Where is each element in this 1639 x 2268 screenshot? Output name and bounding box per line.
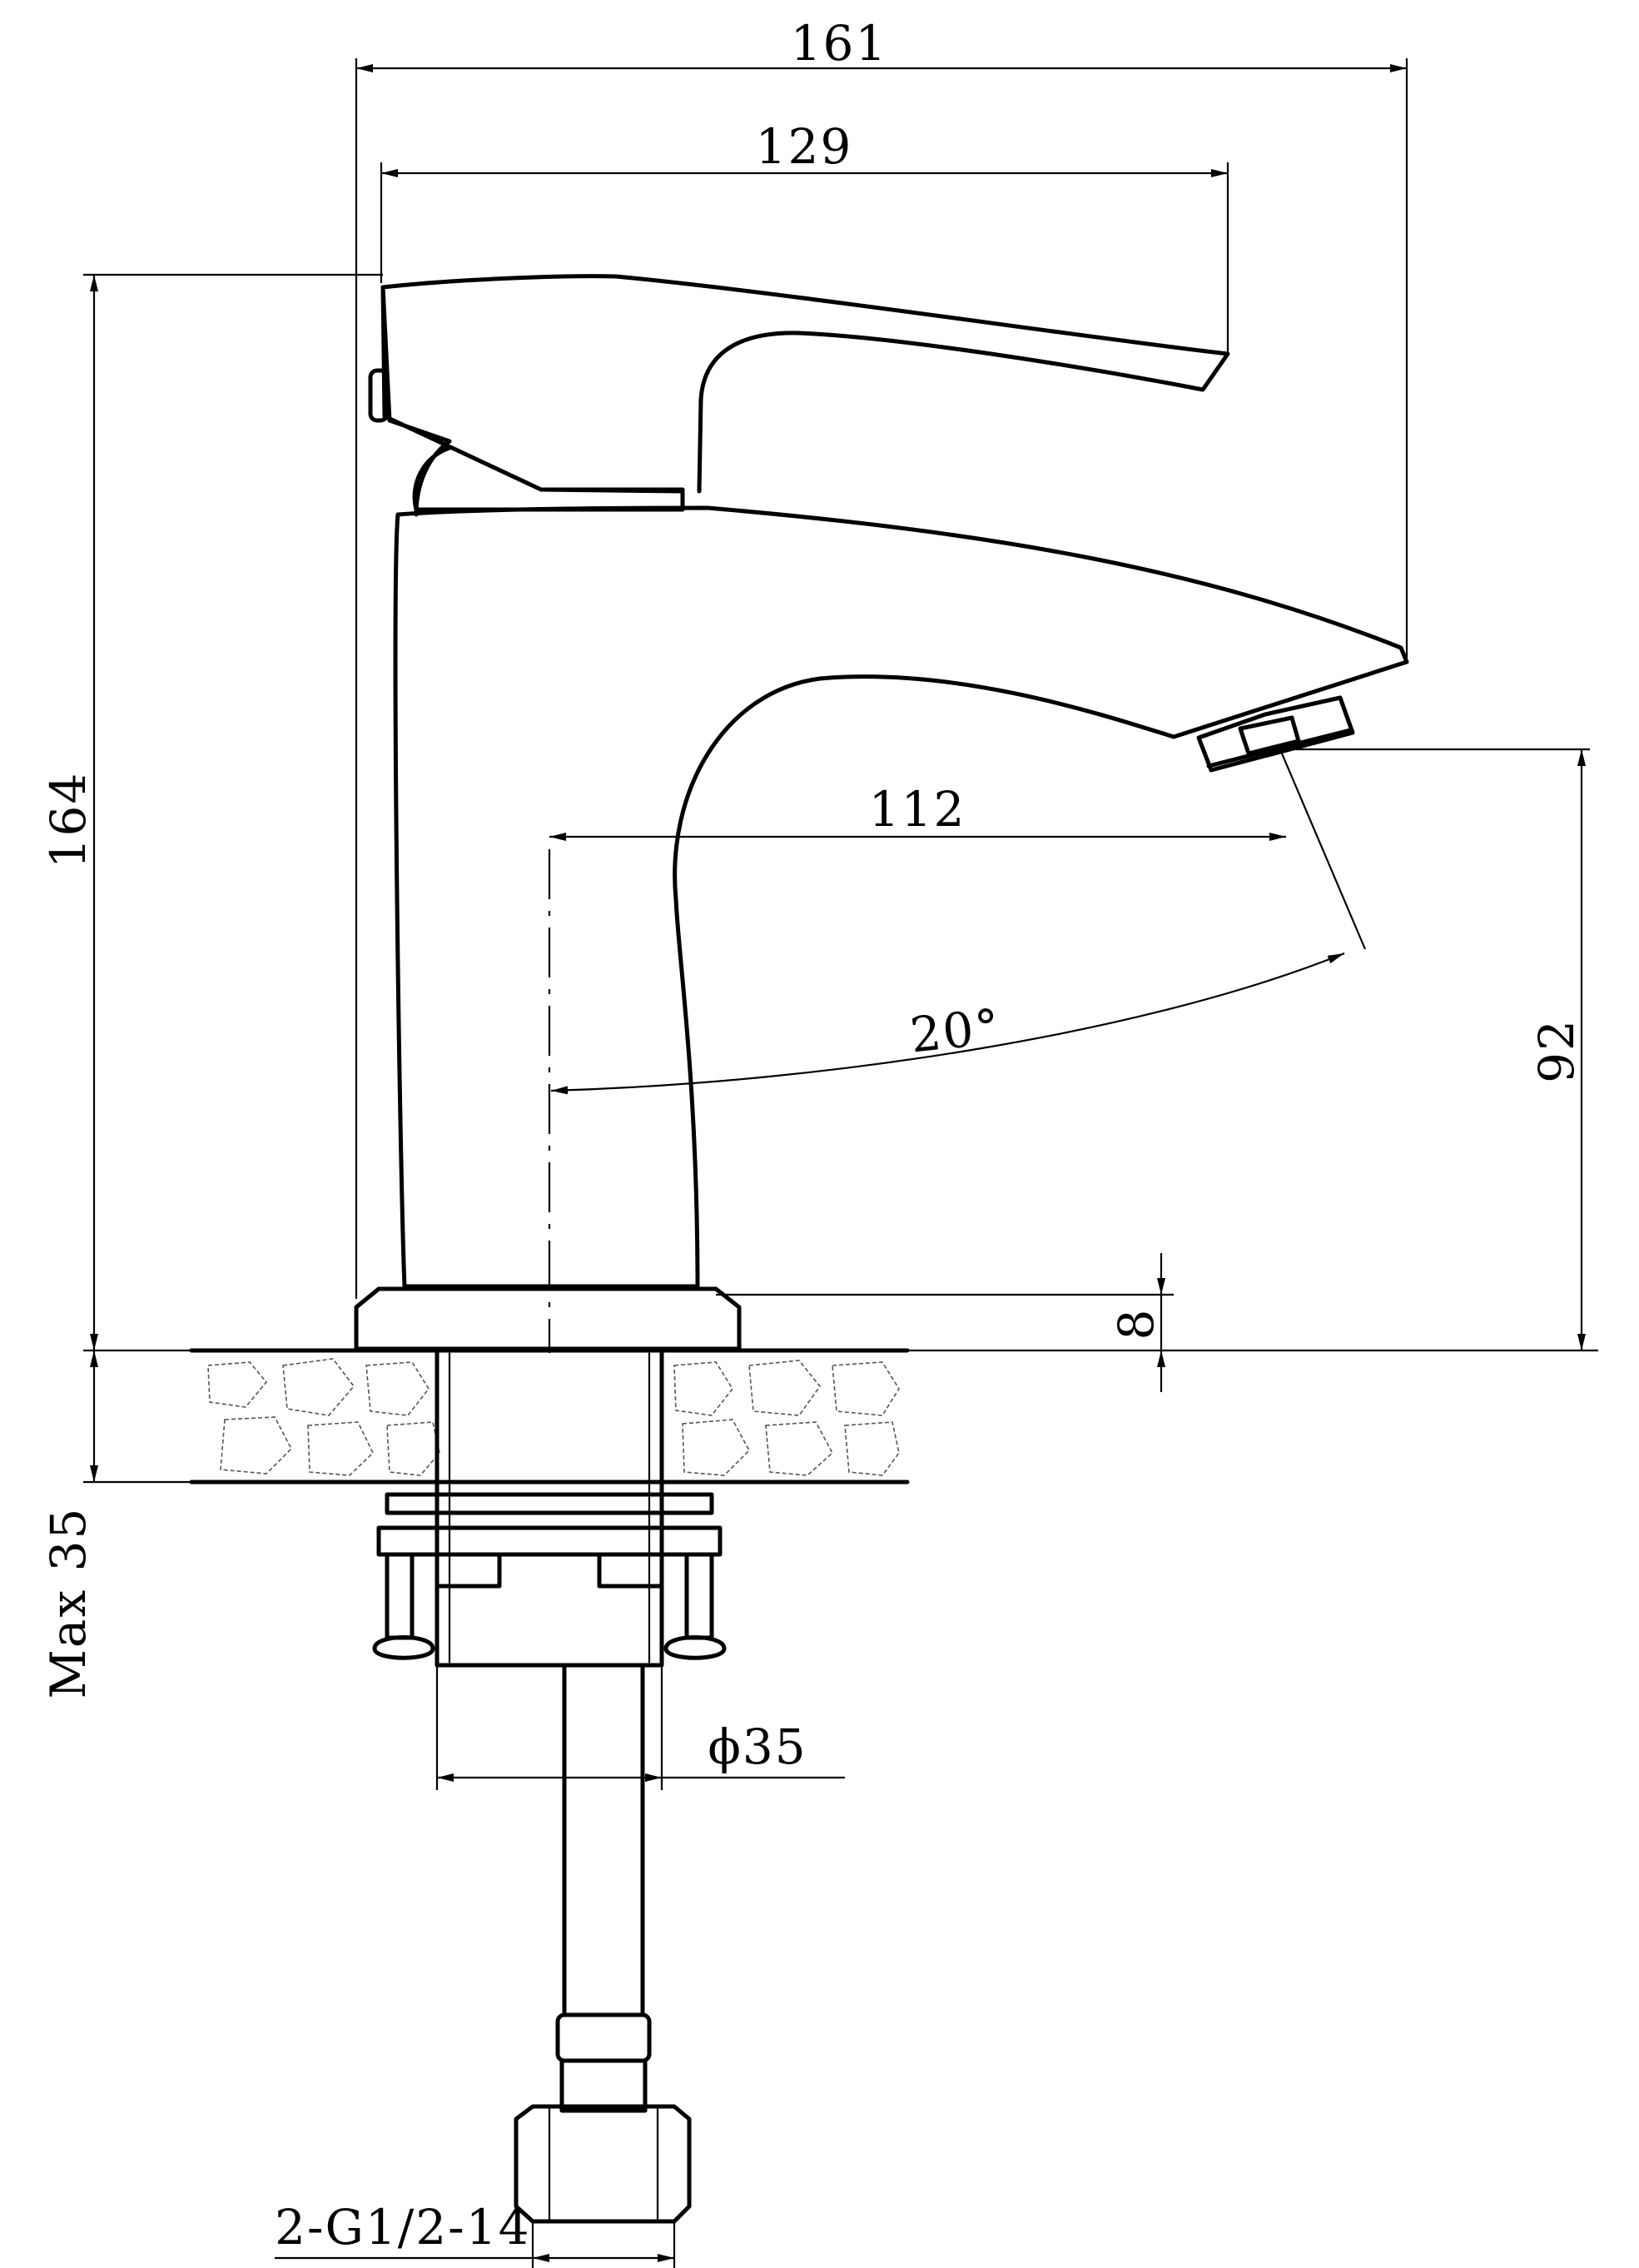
lever-handle [368, 274, 1230, 517]
dim-161-label: 161 [791, 15, 888, 72]
countertop [189, 1348, 910, 1485]
dim-92-label: 92 [1528, 1018, 1585, 1083]
dim-112: 112 [549, 781, 1286, 841]
dim-164-label: 164 [40, 772, 97, 869]
dim-phi-35-label: ϕ35 [708, 1718, 807, 1775]
extension-lines [83, 58, 1598, 2268]
dim-164: 164 [40, 275, 98, 1350]
dim-129: 129 [381, 118, 1228, 177]
dim-112-label: 112 [869, 781, 966, 838]
dim-20-degree: 20° [550, 952, 1345, 1095]
dim-max-35-label: Max 35 [40, 1507, 97, 1699]
dim-hose-thread-label: 2-G1/2-14 [275, 2199, 531, 2256]
supply-hose [514, 1663, 692, 2224]
dim-161: 161 [356, 15, 1407, 72]
dim-8-label: 8 [1108, 1308, 1165, 1340]
dim-92: 92 [1528, 749, 1586, 1350]
dim-hose-thread: 2-G1/2-14 [275, 2199, 674, 2262]
dim-129-label: 129 [756, 118, 853, 175]
dim-max-35: Max 35 [40, 1350, 98, 1699]
dim-phi-35: ϕ35 [437, 1718, 845, 1782]
dim-8: 8 [1108, 1253, 1165, 1392]
faucet-body [354, 505, 1409, 1351]
mounting-assembly [372, 1348, 727, 1668]
dim-20-label: 20° [907, 998, 1003, 1064]
